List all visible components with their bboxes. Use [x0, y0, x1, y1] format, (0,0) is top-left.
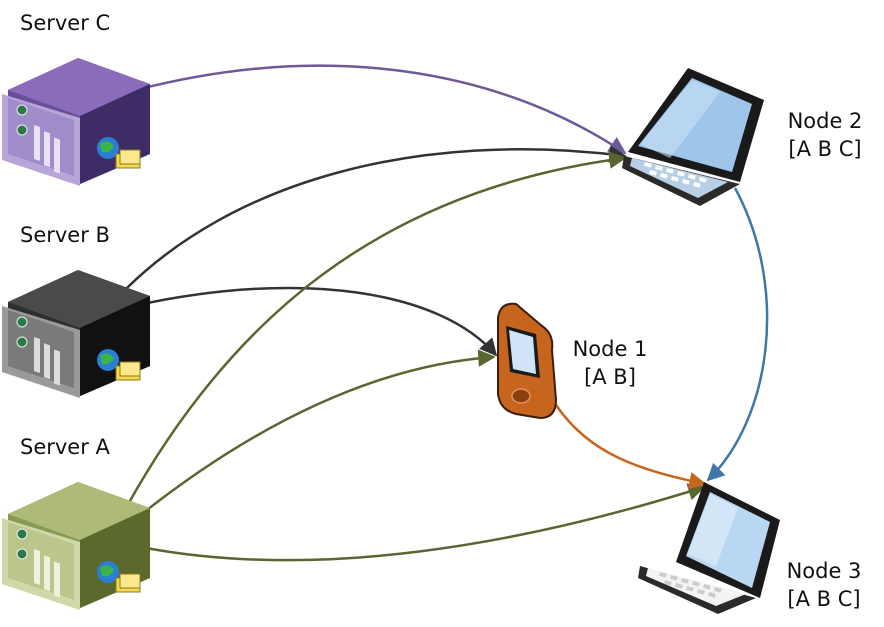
node-3-laptop-icon [638, 482, 780, 614]
link-node-2-to-node-3 [706, 187, 769, 482]
node-2-subset: [A B C] [788, 137, 862, 161]
node-1-label: Node 1 [572, 337, 648, 361]
node-3-label: Node 3 [786, 559, 862, 583]
server-b-icon [2, 270, 150, 398]
node-1-handheld-icon [497, 302, 558, 420]
link-server-b-to-node-1 [137, 286, 498, 357]
link-server-b-to-node-2 [117, 145, 627, 298]
link-server-a-to-node-3 [145, 483, 706, 562]
link-server-c-to-node-2 [135, 64, 627, 155]
node-2-label: Node 2 [787, 109, 863, 133]
server-c-icon [2, 58, 150, 186]
server-b-label: Server B [20, 223, 110, 247]
node-2-laptop-icon [622, 68, 764, 206]
node-1-subset: [A B] [584, 365, 636, 389]
server-a-label: Server A [20, 435, 110, 459]
server-a-icon [2, 482, 150, 610]
links [117, 64, 769, 562]
link-server-a-to-node-2 [124, 151, 627, 509]
link-server-a-to-node-1 [137, 349, 496, 518]
link-node-1-to-node-3 [554, 404, 707, 490]
server-c-label: Server C [20, 11, 111, 35]
node-3-subset: [A B C] [787, 587, 861, 611]
